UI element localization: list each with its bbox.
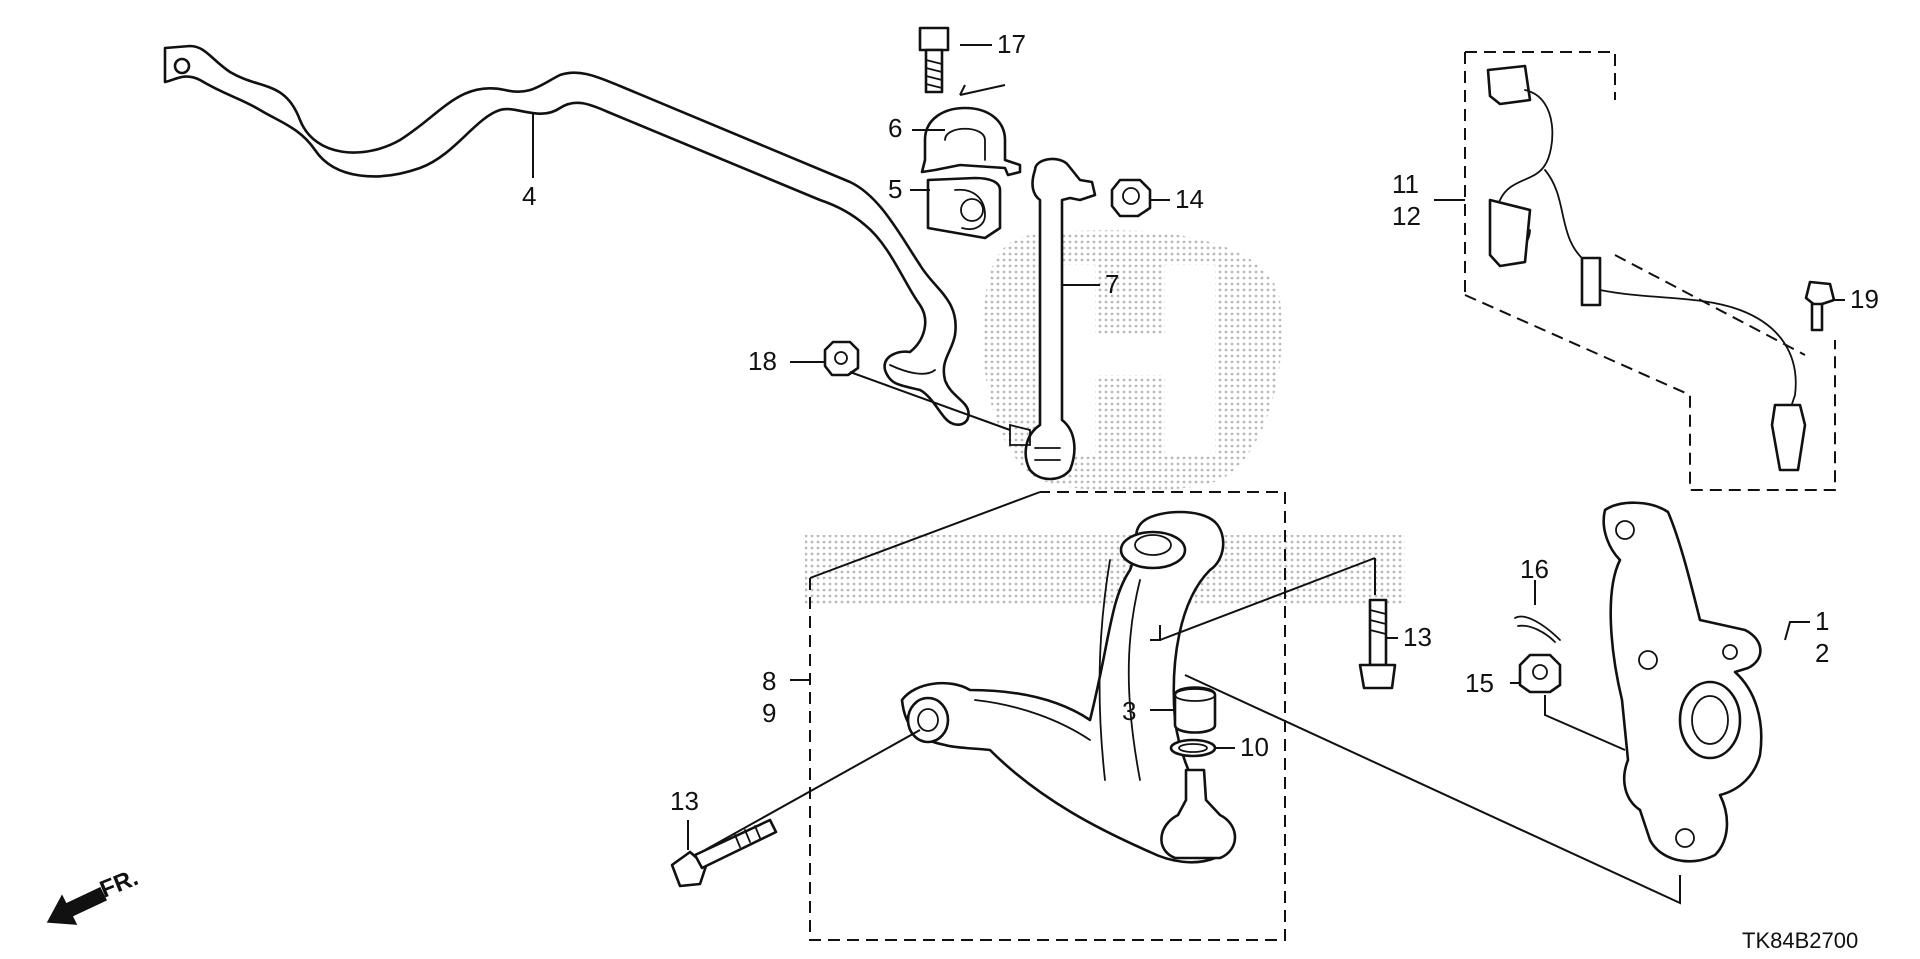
group-brackets xyxy=(809,51,1836,941)
front-marker: FR. xyxy=(46,864,142,925)
callout-13-lower: 13 xyxy=(670,786,699,816)
castle-nut xyxy=(1518,653,1562,694)
callout-18: 18 xyxy=(748,346,777,376)
steering-knuckle xyxy=(1602,501,1763,863)
leader-lines xyxy=(532,44,1845,851)
nut-18 xyxy=(823,340,860,377)
callout-12: 12 xyxy=(1392,201,1421,231)
callout-8: 8 xyxy=(762,666,776,696)
callout-15: 15 xyxy=(1465,668,1494,698)
callout-2: 2 xyxy=(1815,638,1829,668)
callout-labels: 1 2 3 4 5 6 7 8 9 10 11 12 13 13 14 15 1… xyxy=(522,29,1879,816)
cotter-pin xyxy=(1514,615,1561,643)
stabilizer-bar xyxy=(163,44,970,426)
compliance-bush xyxy=(1173,686,1217,734)
callout-19: 19 xyxy=(1850,284,1879,314)
callout-14: 14 xyxy=(1175,184,1204,214)
front-label: FR. xyxy=(96,864,142,904)
callout-16: 16 xyxy=(1520,554,1549,584)
wheel-speed-sensor xyxy=(1486,64,1807,472)
circlip xyxy=(1169,738,1217,758)
callout-5: 5 xyxy=(888,174,902,204)
stabilizer-link xyxy=(1009,157,1097,481)
callout-17: 17 xyxy=(997,29,1026,59)
callout-1: 1 xyxy=(1815,606,1829,636)
callout-4: 4 xyxy=(522,181,536,211)
callout-3: 3 xyxy=(1122,696,1136,726)
ball-joint xyxy=(1160,768,1237,860)
callout-11: 11 xyxy=(1392,169,1419,199)
bushing-holder xyxy=(920,106,1022,177)
nut-14 xyxy=(1110,178,1152,218)
bolt-19 xyxy=(1804,280,1836,332)
bolt-17 xyxy=(918,26,950,94)
bolt-13-lower xyxy=(670,818,778,888)
diagram-code: TK84B2700 xyxy=(1742,928,1858,953)
arrow-left-down-icon xyxy=(46,887,108,925)
bolt-13-upper xyxy=(1358,598,1397,690)
callout-6: 6 xyxy=(888,113,902,143)
callout-10: 10 xyxy=(1240,732,1269,762)
callout-7: 7 xyxy=(1105,269,1119,299)
callout-13-upper: 13 xyxy=(1403,622,1432,652)
stabilizer-bushing xyxy=(926,176,1002,240)
callout-9: 9 xyxy=(762,698,776,728)
